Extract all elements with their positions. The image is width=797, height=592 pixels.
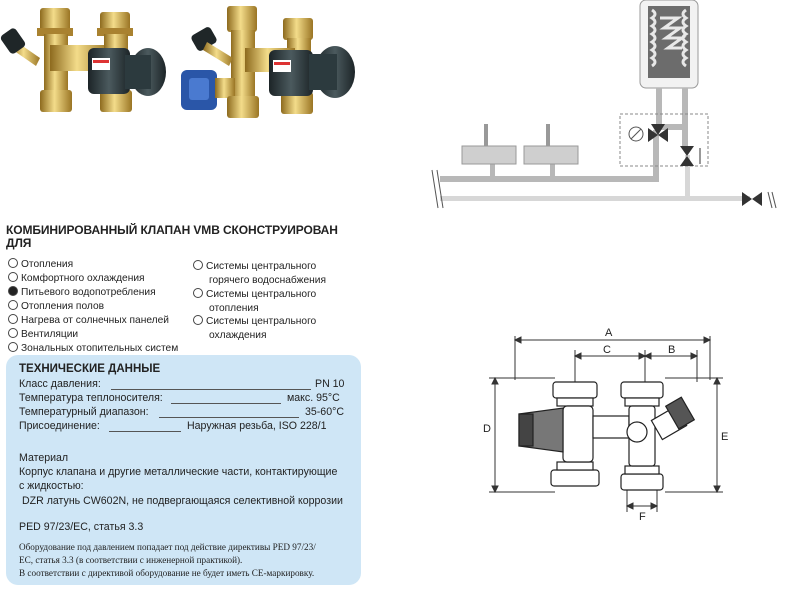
material-title: Материал: [19, 452, 69, 464]
sink-left: [461, 145, 517, 165]
spec-row-range: Температурный диапазон: 35-60°C: [19, 406, 344, 418]
app-item-central-hot-water[interactable]: Системы центрального: [193, 260, 316, 274]
spec-row-connection: Присоединение: Наружная резьба, ISO 228/…: [19, 420, 327, 432]
radio-icon: [8, 300, 18, 310]
radio-selected-icon: [8, 286, 18, 296]
app-item-central-hot-water-line2: горячего водоснабжения: [209, 275, 326, 286]
product-photo-right: [181, 6, 355, 118]
spec-row-pressure: Класс давления: PN 10: [19, 378, 345, 390]
dotted-leader: [159, 406, 299, 418]
radio-icon: [8, 328, 18, 338]
app-item-central-cooling-line2: охлаждения: [209, 330, 267, 341]
radio-icon: [8, 272, 18, 282]
radio-icon: [8, 342, 18, 352]
radio-icon: [8, 314, 18, 324]
dim-label-f: F: [639, 511, 646, 523]
tech-data-title: ТЕХНИЧЕСКИЕ ДАННЫЕ: [19, 363, 161, 375]
app-item-solar-heating[interactable]: Нагрева от солнечных панелей: [8, 314, 169, 328]
material-line-3: DZR латунь CW602N, не подвергающаяся сел…: [22, 495, 343, 507]
radio-icon: [193, 260, 203, 270]
tech-data-panel: ТЕХНИЧЕСКИЕ ДАННЫЕ Класс давления: PN 10…: [6, 355, 361, 585]
page-heading: КОМБИНИРОВАННЫЙ КЛАПАН VMB СКОНСТРУИРОВА…: [6, 223, 338, 250]
app-item-ventilation[interactable]: Вентиляции: [8, 328, 78, 342]
dim-label-b: B: [668, 344, 675, 356]
app-item-comfort-cooling[interactable]: Комфортного охлаждения: [8, 272, 145, 286]
dim-label-c: C: [603, 344, 611, 356]
radio-icon: [193, 315, 203, 325]
dotted-leader: [109, 420, 181, 432]
dotted-leader: [111, 378, 311, 390]
app-item-floor-heating[interactable]: Отопления полов: [8, 300, 104, 314]
material-line-2: с жидкостью:: [19, 480, 84, 492]
app-item-heating[interactable]: Отопления: [8, 258, 73, 272]
material-line-1: Корпус клапана и другие металлические ча…: [19, 466, 338, 478]
radio-icon: [193, 288, 203, 298]
dimension-drawing: A C B D E F: [483, 327, 728, 523]
ped-directive: PED 97/23/EC, статья 3.3: [19, 521, 144, 533]
product-photo-left: [0, 8, 166, 112]
dim-label-e: E: [721, 431, 728, 443]
spec-row-temperature: Температура теплоносителя: макс. 95°C: [19, 392, 340, 404]
note-line-3: В соответствии с директивой оборудование…: [19, 568, 315, 578]
radio-icon: [8, 258, 18, 268]
app-item-central-cooling[interactable]: Системы центрального: [193, 315, 316, 329]
system-schematic: [431, 0, 777, 209]
app-item-zone-heating[interactable]: Зональных отопительных систем: [8, 342, 178, 356]
app-item-central-heating[interactable]: Системы центрального: [193, 288, 316, 302]
dim-label-a: A: [605, 327, 613, 339]
app-item-central-heating-line2: отопления: [209, 303, 259, 314]
app-item-drinking-water[interactable]: Питьевого водопотребления: [8, 286, 156, 300]
dotted-leader: [171, 392, 281, 404]
note-line-2: EC, статья 3.3 (в соответствии с инженер…: [19, 555, 243, 565]
dim-label-d: D: [483, 423, 491, 435]
note-line-1: Оборудование под давлением попадает под …: [19, 542, 316, 552]
